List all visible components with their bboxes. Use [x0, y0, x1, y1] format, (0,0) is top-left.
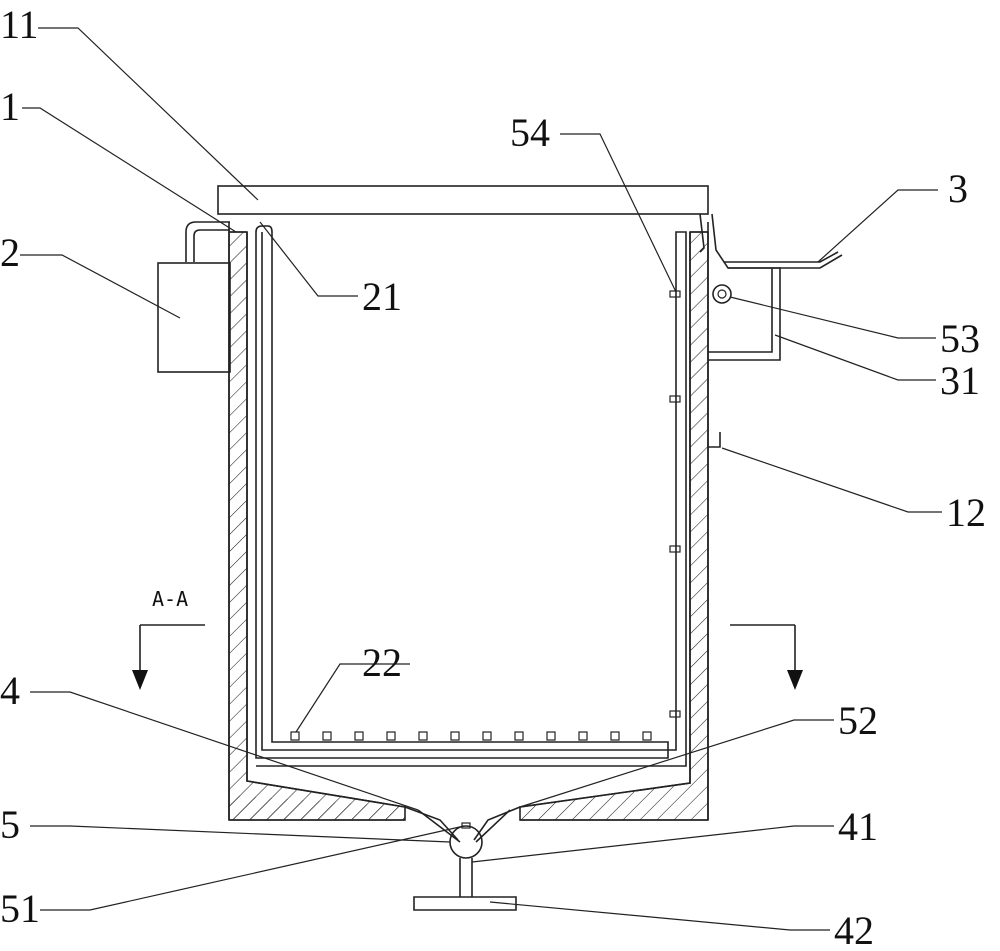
- base-plate-42: [413, 896, 517, 911]
- pump-pipe: [185, 221, 230, 262]
- down-pipe-41: [459, 858, 473, 897]
- section-arrow-left: [132, 624, 205, 690]
- insulated-wall: [228, 231, 709, 821]
- section-label: A-A: [152, 587, 188, 611]
- label-54: 54: [510, 110, 550, 155]
- bottom-hatch-left: [229, 795, 405, 820]
- label-53: 53: [940, 316, 980, 361]
- label-3: 3: [948, 166, 968, 211]
- label-11: 11: [0, 2, 39, 47]
- label-52: 52: [838, 698, 878, 743]
- leader-lines: [20, 27, 942, 931]
- nozzle-row-22: [290, 731, 652, 741]
- label-22: 22: [362, 640, 402, 685]
- sensor-row-54: [669, 290, 681, 718]
- label-2: 2: [0, 230, 20, 275]
- label-42: 42: [834, 908, 874, 951]
- bracket-12: [708, 432, 721, 448]
- pipe-21: [255, 225, 669, 759]
- label-31: 31: [940, 358, 980, 403]
- inner-liner: [246, 232, 691, 808]
- label-5: 5: [0, 802, 20, 847]
- label-1: 1: [0, 84, 20, 129]
- label-4: 4: [0, 668, 20, 713]
- label-12: 12: [946, 490, 986, 535]
- label-51: 51: [0, 886, 40, 931]
- pump-box-2: [157, 262, 231, 373]
- valve-53: [712, 284, 732, 304]
- lid: [217, 185, 709, 215]
- ball-valve-5: [449, 825, 483, 859]
- label-41: 41: [838, 804, 878, 849]
- label-21: 21: [362, 274, 402, 319]
- section-arrow-right: [730, 624, 803, 690]
